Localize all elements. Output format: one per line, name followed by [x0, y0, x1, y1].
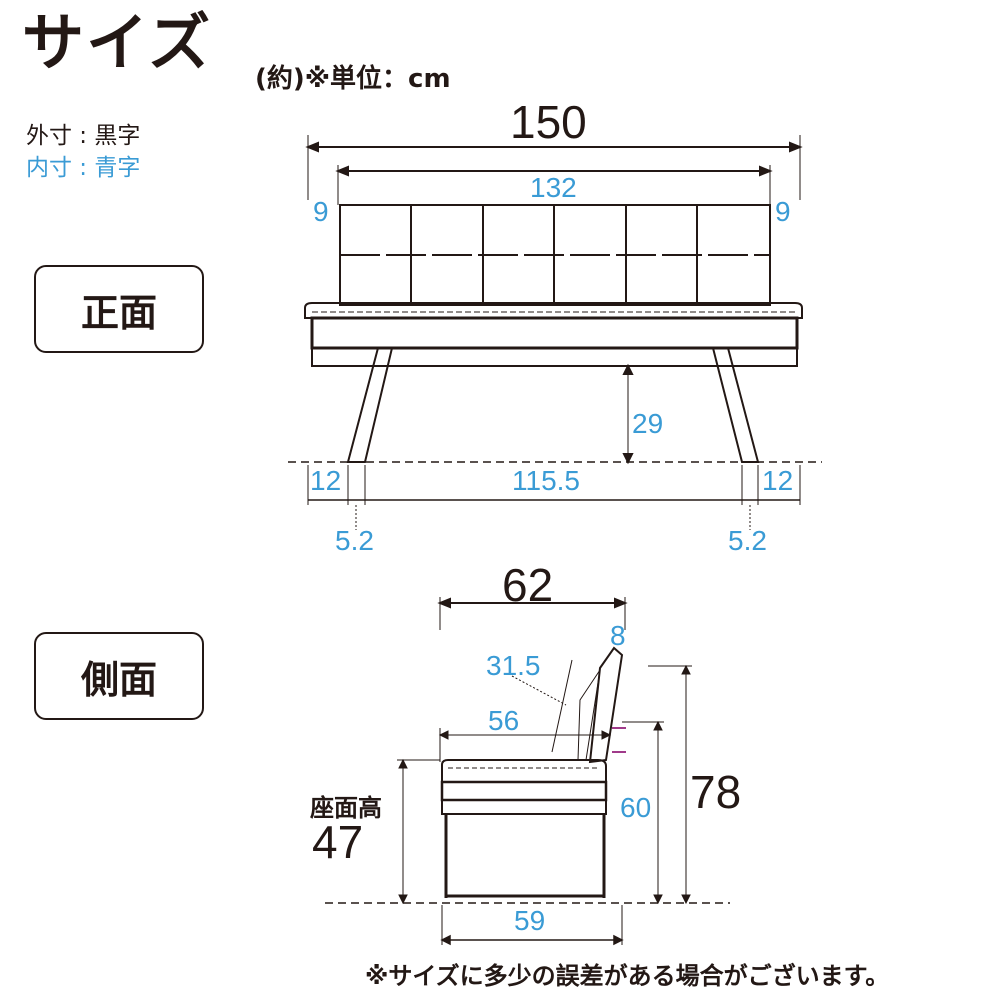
front-left-margin-label: 9 [313, 196, 329, 227]
front-view-label: 正面 [34, 265, 204, 353]
front-view-text: 正面 [80, 290, 157, 335]
side-seat [440, 759, 608, 815]
side-depth-label: 62 [502, 559, 554, 611]
footer-note: ※サイズに多少の誤差がある場合がございます。 [365, 962, 890, 990]
front-total-width-label: 150 [510, 96, 587, 148]
side-backrest [577, 646, 624, 764]
front-total-width-line [305, 135, 803, 200]
front-right-foot-offset-label: 12 [762, 465, 794, 496]
side-back-length-label: 31.5 [486, 650, 541, 681]
side-back-thickness-label: 8 [610, 620, 626, 651]
front-inner-width-label: 132 [530, 172, 577, 203]
front-right-foot-label: 5.2 [728, 525, 767, 556]
front-foot-dims [307, 465, 801, 530]
front-left-foot-label: 5.2 [335, 525, 374, 556]
side-total-height-line [648, 664, 692, 905]
side-frame [444, 814, 606, 898]
front-left-foot-offset-label: 12 [310, 465, 342, 496]
side-back-length-line [511, 659, 573, 753]
page-title: サイズ [22, 6, 213, 79]
side-arm-height-label: 60 [620, 792, 652, 823]
side-seat-depth-label: 56 [488, 705, 520, 736]
side-base-depth-line [440, 905, 624, 946]
side-arm-height-line [622, 720, 664, 905]
front-seat [304, 302, 803, 367]
unit-note: (約)※単位：cm [255, 64, 451, 94]
side-seat-height-label: 47 [312, 816, 364, 868]
front-foot-span-label: 115.5 [512, 465, 580, 496]
front-backrest [339, 204, 771, 306]
side-seat-depth-line [438, 728, 612, 762]
side-base-depth-label: 59 [514, 905, 546, 936]
side-total-height-label: 78 [690, 766, 742, 818]
side-seat-height-caption: 座面高 [310, 794, 382, 822]
front-seat-height-line [622, 363, 634, 465]
side-depth-line [437, 597, 628, 630]
front-right-margin-label: 9 [775, 196, 791, 227]
legend-outer-dimension: 外寸 : 黒字 [26, 123, 141, 149]
side-view-text: 側面 [80, 657, 157, 702]
front-inner-width-line [335, 165, 773, 205]
front-seat-to-floor-label: 29 [632, 408, 664, 439]
side-view-label: 側面 [34, 632, 204, 720]
side-seat-height-line [397, 758, 440, 905]
side-accent-markers [612, 727, 626, 753]
legend-inner-dimension: 内寸 : 青字 [26, 155, 141, 181]
